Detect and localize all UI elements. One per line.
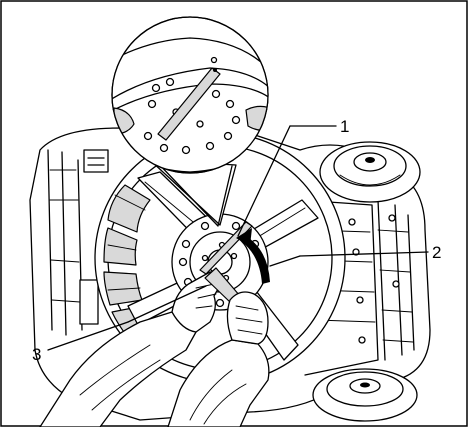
callout-label-3: 3	[32, 345, 41, 364]
callout-label-1: 1	[340, 117, 349, 136]
front-right-wheel	[320, 142, 420, 202]
rear-right-wheel	[313, 369, 417, 421]
callout-label-2: 2	[432, 243, 441, 262]
